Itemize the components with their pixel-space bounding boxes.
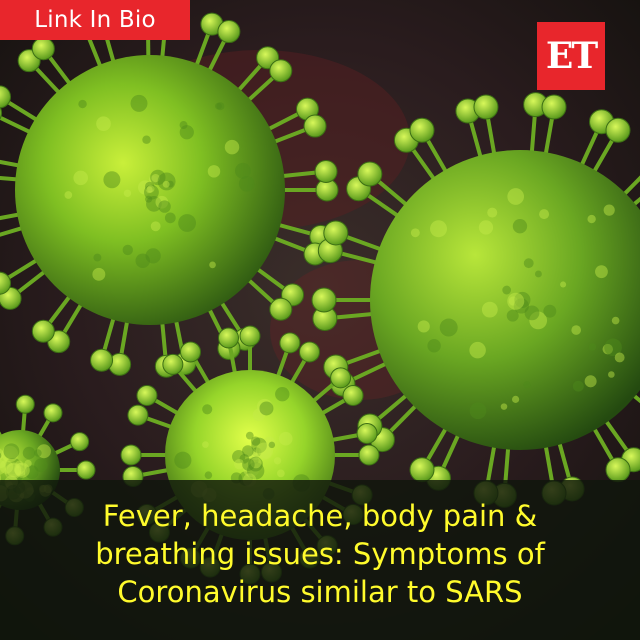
headline-line-1: Fever, headache, body pain & bbox=[20, 497, 620, 535]
headline-line-3: Coronavirus similar to SARS bbox=[20, 573, 620, 611]
headline-line-2: breathing issues: Symptoms of bbox=[20, 535, 620, 573]
et-logo: ET bbox=[537, 22, 605, 90]
link-in-bio-badge[interactable]: Link In Bio bbox=[0, 0, 190, 40]
headline: Fever, headache, body pain & breathing i… bbox=[20, 497, 620, 611]
